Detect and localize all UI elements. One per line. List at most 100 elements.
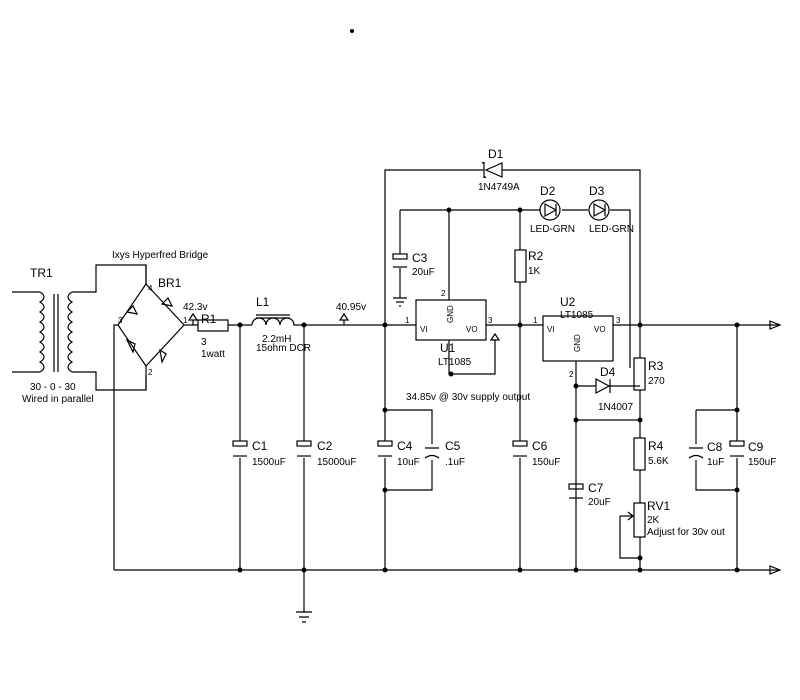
capacitor-c3: C3 20uF [392,210,435,307]
capacitor-c2: C2 15000uF [296,325,356,612]
probe-34v: 34.85v @ 30v supply output [406,332,530,403]
resistor-r3: R3 270 [633,357,665,391]
diode-d1: D1 1N4749A [384,147,641,325]
u2-gnd: GND [573,334,582,352]
capacitor-c8: C8 1uF [688,325,738,570]
tr1-note: Wired in parallel [22,394,94,405]
capacitor-c9: C9 150uF [729,440,776,468]
c9-value: 150uF [748,457,776,468]
c8-ref: C8 [707,440,723,454]
l1-value: 2.2mH [262,334,291,345]
d2-ref: D2 [540,184,556,198]
probe-42v: 42.3v [183,302,207,325]
inductor-l1: L1 2.2mH 15ohm DCR [251,295,316,354]
r3-value: 270 [648,376,665,387]
rv1-ref: RV1 [647,499,670,513]
c4-value: 10uF [397,457,420,468]
br1-title: Ixys Hyperfred Bridge [112,250,209,261]
u2-ref: U2 [560,295,576,309]
c5-ref: C5 [445,439,461,453]
d1-value: 1N4749A [478,182,520,193]
u1-vi: VI [420,325,428,334]
c1-value: 1500uF [252,457,286,468]
c6-value: 150uF [532,457,560,468]
c3-value: 20uF [412,267,435,278]
tr1-ref: TR1 [30,266,53,280]
r2-ref: R2 [528,249,544,263]
c7-ref: C7 [588,481,604,495]
c2-ref: C2 [317,439,333,453]
r4-ref: R4 [648,439,664,453]
l1-note: 15ohm DCR [256,343,311,354]
output-arrow [769,320,782,330]
ground-arrow [769,565,782,575]
capacitor-c1: C1 1500uF [232,325,286,570]
probe-34v-label: 34.85v @ 30v supply output [406,392,530,403]
u1-pin-gnd: 2 [441,289,446,298]
resistor-r2: R2 1K [514,210,544,325]
r4-value: 5.6K [648,456,669,467]
u1-pin-vi: 1 [405,316,410,325]
earth-symbol [296,611,312,623]
u2-pin-vi: 1 [533,316,538,325]
probe-40v: 40.95v [336,302,366,325]
c9-ref: C9 [748,440,764,454]
diode-d4: D4 1N4007 [576,365,640,413]
r2-value: 1K [528,266,541,277]
c6-ref: C6 [532,439,548,453]
u1-pin-vo: 3 [488,316,493,325]
capacitor-c4: C4 10uF [377,325,420,570]
potentiometer-rv1: RV1 2K Adjust for 30v out [619,499,725,559]
d4-value: 1N4007 [598,402,633,413]
u2-vo: VO [594,325,606,334]
c7-value: 20uF [588,497,611,508]
u1-ref: U1 [440,341,456,355]
junction-dots [237,207,740,573]
probe-42v-label: 42.3v [183,302,207,313]
resistor-r4: R4 5.6K [633,437,669,471]
regulator-u2: VI VO 1 3 2 GND U2 LT1085 [533,295,640,570]
u2-pin-vo: 3 [616,316,621,325]
stray-dot [350,29,354,33]
r1-rating: 1watt [201,349,225,360]
br1-pin2: 2 [148,368,153,377]
rv1-value: 2K [647,515,660,526]
d1-ref: D1 [488,147,504,161]
br1-pin1: 1 [183,316,188,325]
u1-vo: VO [466,325,478,334]
capacitor-c5: C5 .1uF [385,409,465,491]
u2-pin-gnd: 2 [569,370,574,379]
r3-ref: R3 [648,359,664,373]
regulator-u1: VI VO 1 3 2 GND U1 LT1085 [405,210,493,375]
d4-ref: D4 [600,365,616,379]
br1-ref: BR1 [158,276,182,290]
br1-pin4: 4 [148,284,153,293]
br1-pin3: 3 [118,316,123,325]
c1-ref: C1 [252,439,268,453]
rv1-note: Adjust for 30v out [647,527,725,538]
c3-ref: C3 [412,251,428,265]
l1-ref: L1 [256,295,270,309]
d3-value: LED-GRN [589,224,634,235]
c4-ref: C4 [397,439,413,453]
led-d3: D3 LED-GRN [588,184,634,235]
c2-value: 15000uF [317,457,356,468]
u1-value: LT1085 [438,357,472,368]
led-d2: D2 LED-GRN [530,184,575,235]
u2-value: LT1085 [560,310,594,321]
capacitor-c6: C6 150uF [512,325,560,570]
r1-value: 3 [201,337,207,348]
bridge-br1: Ixys Hyperfred Bridge BR1 4 2 3 1 [112,250,209,570]
c5-value: .1uF [445,457,465,468]
transformer-tr1: TR1 30 - 0 - 30 Wired in parallel [12,264,147,405]
led-chain-wire [400,209,631,368]
r1-ref: R1 [201,312,217,326]
d2-value: LED-GRN [530,224,575,235]
u2-vi: VI [547,325,555,334]
probe-40v-label: 40.95v [336,302,366,313]
resistor-r1: R1 3 1watt [197,312,252,360]
capacitor-c7: C7 20uF [568,481,611,508]
u1-gnd: GND [446,305,455,323]
d3-ref: D3 [589,184,605,198]
